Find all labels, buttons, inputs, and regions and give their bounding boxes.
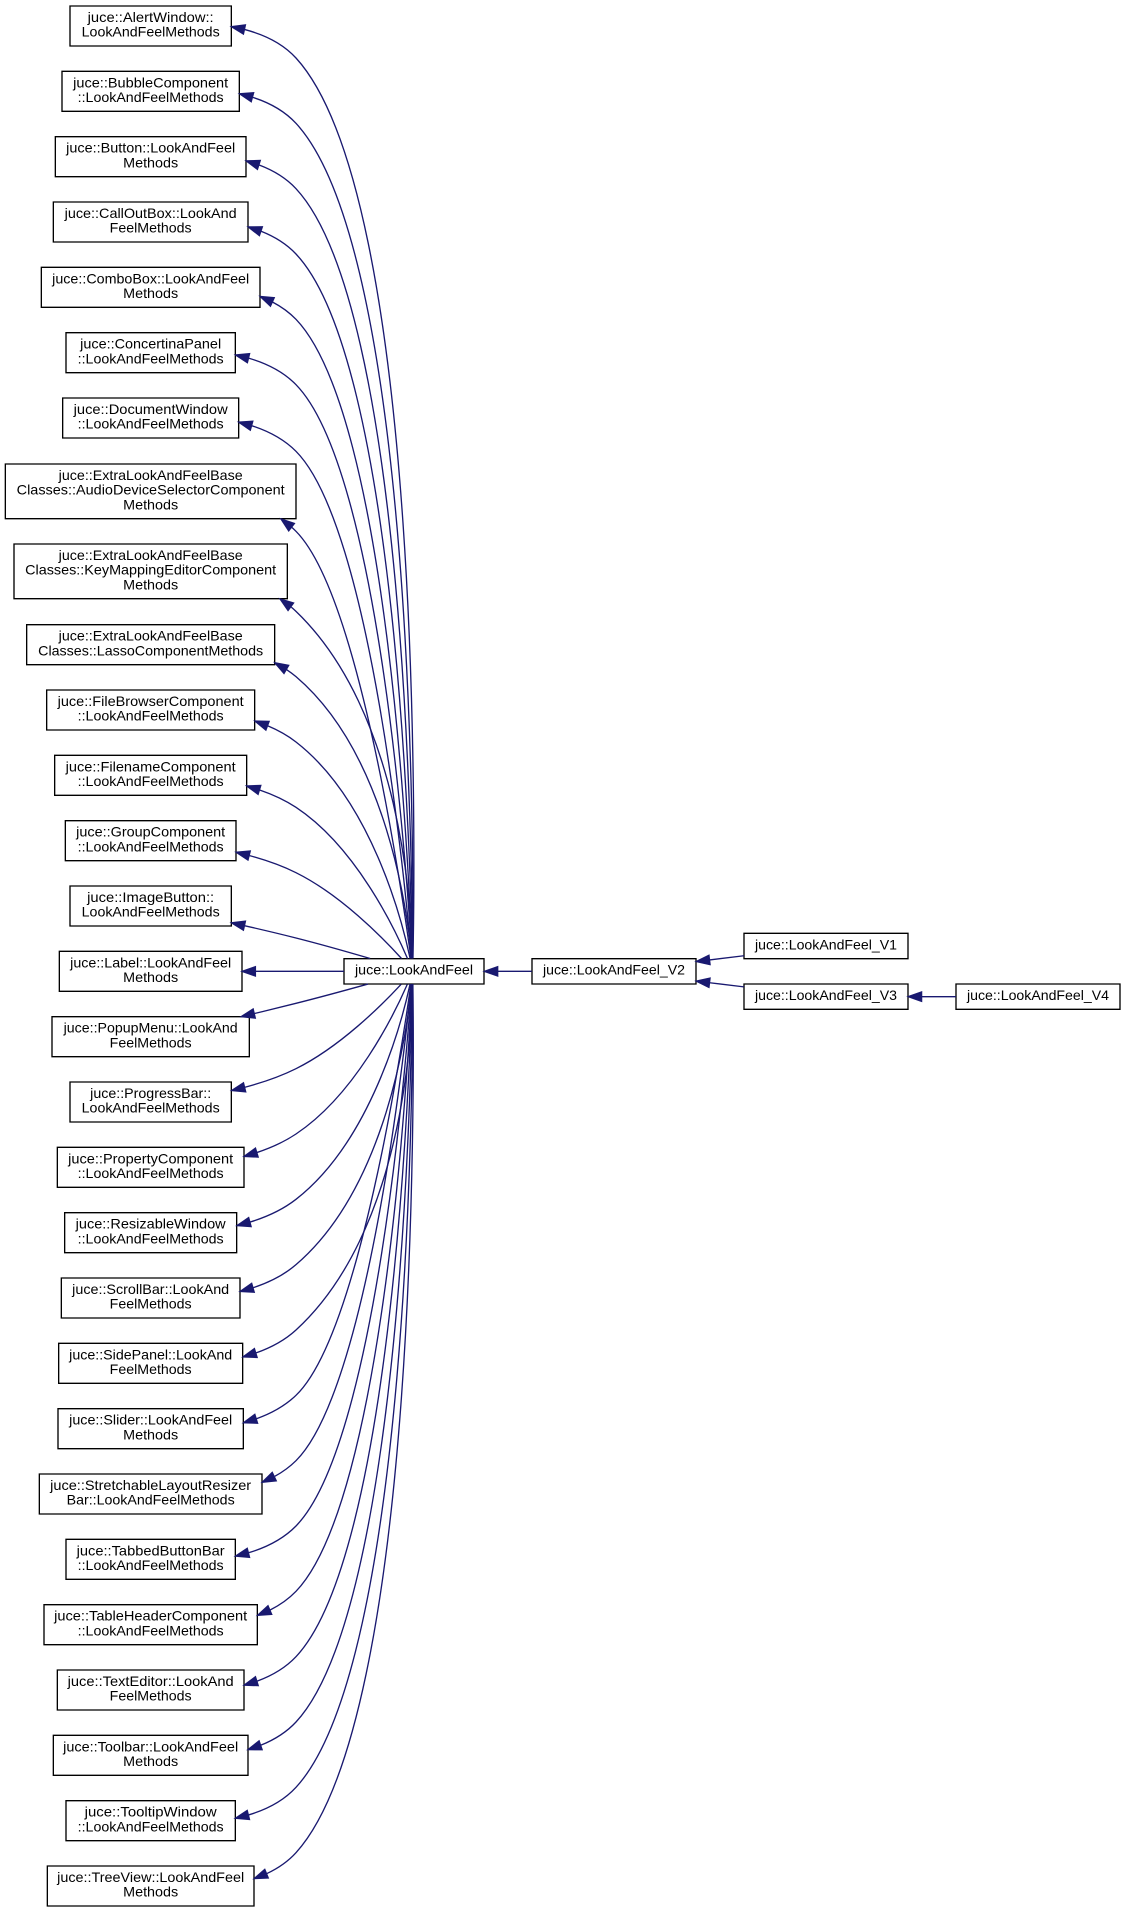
svg-text:::LookAndFeelMethods: ::LookAndFeelMethods <box>78 709 224 724</box>
svg-text:::LookAndFeelMethods: ::LookAndFeelMethods <box>78 1558 224 1573</box>
svg-text:juce::SidePanel::LookAnd: juce::SidePanel::LookAnd <box>68 1347 232 1362</box>
svg-text:juce::ConcertinaPanel: juce::ConcertinaPanel <box>79 337 221 352</box>
svg-text:FeelMethods: FeelMethods <box>110 1362 192 1377</box>
svg-text:::LookAndFeelMethods: ::LookAndFeelMethods <box>78 1166 224 1181</box>
svg-text:juce::BubbleComponent: juce::BubbleComponent <box>72 75 228 90</box>
svg-text:Bar::LookAndFeelMethods: Bar::LookAndFeelMethods <box>67 1493 235 1508</box>
svg-text:::LookAndFeelMethods: ::LookAndFeelMethods <box>78 1623 224 1638</box>
svg-text:juce::Slider::LookAndFeel: juce::Slider::LookAndFeel <box>68 1413 232 1428</box>
svg-text:Methods: Methods <box>123 155 178 170</box>
svg-text:Classes::LassoComponentMethods: Classes::LassoComponentMethods <box>38 643 263 658</box>
svg-text:juce::Button::LookAndFeel: juce::Button::LookAndFeel <box>65 141 235 156</box>
svg-text:juce::ResizableWindow: juce::ResizableWindow <box>75 1217 226 1232</box>
svg-text:::LookAndFeelMethods: ::LookAndFeelMethods <box>78 90 224 105</box>
svg-text:juce::PropertyComponent: juce::PropertyComponent <box>67 1151 233 1166</box>
svg-text:juce::FilenameComponent: juce::FilenameComponent <box>65 759 236 774</box>
svg-text:juce::Toolbar::LookAndFeel: juce::Toolbar::LookAndFeel <box>62 1739 238 1754</box>
svg-text:juce::ImageButton::: juce::ImageButton:: <box>86 890 214 905</box>
svg-text:juce::StretchableLayoutResizer: juce::StretchableLayoutResizer <box>49 1478 252 1493</box>
svg-text:LookAndFeelMethods: LookAndFeelMethods <box>82 905 220 920</box>
svg-text:::LookAndFeelMethods: ::LookAndFeelMethods <box>78 1231 224 1246</box>
svg-text:juce::ExtraLookAndFeelBase: juce::ExtraLookAndFeelBase <box>58 548 243 563</box>
svg-text:juce::AlertWindow::: juce::AlertWindow:: <box>87 10 214 25</box>
svg-text:Methods: Methods <box>123 970 178 985</box>
svg-text:Methods: Methods <box>123 1885 178 1900</box>
svg-text:Methods: Methods <box>123 286 178 301</box>
svg-text:juce::ExtraLookAndFeelBase: juce::ExtraLookAndFeelBase <box>58 629 243 644</box>
svg-text:juce::ScrollBar::LookAnd: juce::ScrollBar::LookAnd <box>71 1282 229 1297</box>
svg-text:::LookAndFeelMethods: ::LookAndFeelMethods <box>78 351 224 366</box>
svg-text:juce::LookAndFeel: juce::LookAndFeel <box>354 963 473 978</box>
svg-text:Classes::KeyMappingEditorCompo: Classes::KeyMappingEditorComponent <box>25 563 276 578</box>
svg-text:LookAndFeelMethods: LookAndFeelMethods <box>82 25 220 40</box>
svg-text:juce::LookAndFeel_V1: juce::LookAndFeel_V1 <box>754 937 897 952</box>
svg-text:FeelMethods: FeelMethods <box>110 221 192 236</box>
svg-text:juce::TextEditor::LookAnd: juce::TextEditor::LookAnd <box>67 1674 234 1689</box>
svg-text:FeelMethods: FeelMethods <box>110 1689 192 1704</box>
svg-text:juce::DocumentWindow: juce::DocumentWindow <box>73 402 228 417</box>
svg-text:juce::LookAndFeel_V3: juce::LookAndFeel_V3 <box>754 988 897 1003</box>
svg-text:juce::CallOutBox::LookAnd: juce::CallOutBox::LookAnd <box>64 206 237 221</box>
svg-text:Methods: Methods <box>123 497 178 512</box>
svg-text:juce::PopupMenu::LookAnd: juce::PopupMenu::LookAnd <box>63 1021 238 1036</box>
svg-text:::LookAndFeelMethods: ::LookAndFeelMethods <box>78 774 224 789</box>
svg-text:juce::ComboBox::LookAndFeel: juce::ComboBox::LookAndFeel <box>51 271 249 286</box>
svg-text:juce::TooltipWindow: juce::TooltipWindow <box>84 1805 217 1820</box>
svg-text:juce::FileBrowserComponent: juce::FileBrowserComponent <box>57 694 244 709</box>
svg-text:juce::GroupComponent: juce::GroupComponent <box>75 825 225 840</box>
svg-text:juce::LookAndFeel_V4: juce::LookAndFeel_V4 <box>966 988 1109 1003</box>
svg-text:LookAndFeelMethods: LookAndFeelMethods <box>82 1101 220 1116</box>
svg-text:::LookAndFeelMethods: ::LookAndFeelMethods <box>78 1819 224 1834</box>
svg-text:Methods: Methods <box>123 577 178 592</box>
svg-text:FeelMethods: FeelMethods <box>110 1035 192 1050</box>
svg-text:Methods: Methods <box>123 1754 178 1769</box>
svg-text:juce::Label::LookAndFeel: juce::Label::LookAndFeel <box>69 955 231 970</box>
svg-text:juce::TabbedButtonBar: juce::TabbedButtonBar <box>76 1543 226 1558</box>
svg-text:::LookAndFeelMethods: ::LookAndFeelMethods <box>78 417 224 432</box>
svg-text:juce::TreeView::LookAndFeel: juce::TreeView::LookAndFeel <box>56 1870 244 1885</box>
svg-text:juce::ProgressBar::: juce::ProgressBar:: <box>89 1086 211 1101</box>
svg-text:juce::TableHeaderComponent: juce::TableHeaderComponent <box>53 1609 247 1624</box>
svg-text:FeelMethods: FeelMethods <box>110 1297 192 1312</box>
svg-text:Methods: Methods <box>123 1427 178 1442</box>
svg-text:juce::ExtraLookAndFeelBase: juce::ExtraLookAndFeelBase <box>58 468 243 483</box>
svg-text:::LookAndFeelMethods: ::LookAndFeelMethods <box>78 839 224 854</box>
svg-text:juce::LookAndFeel_V2: juce::LookAndFeel_V2 <box>542 963 685 978</box>
svg-text:Classes::AudioDeviceSelectorCo: Classes::AudioDeviceSelectorComponent <box>17 483 285 498</box>
